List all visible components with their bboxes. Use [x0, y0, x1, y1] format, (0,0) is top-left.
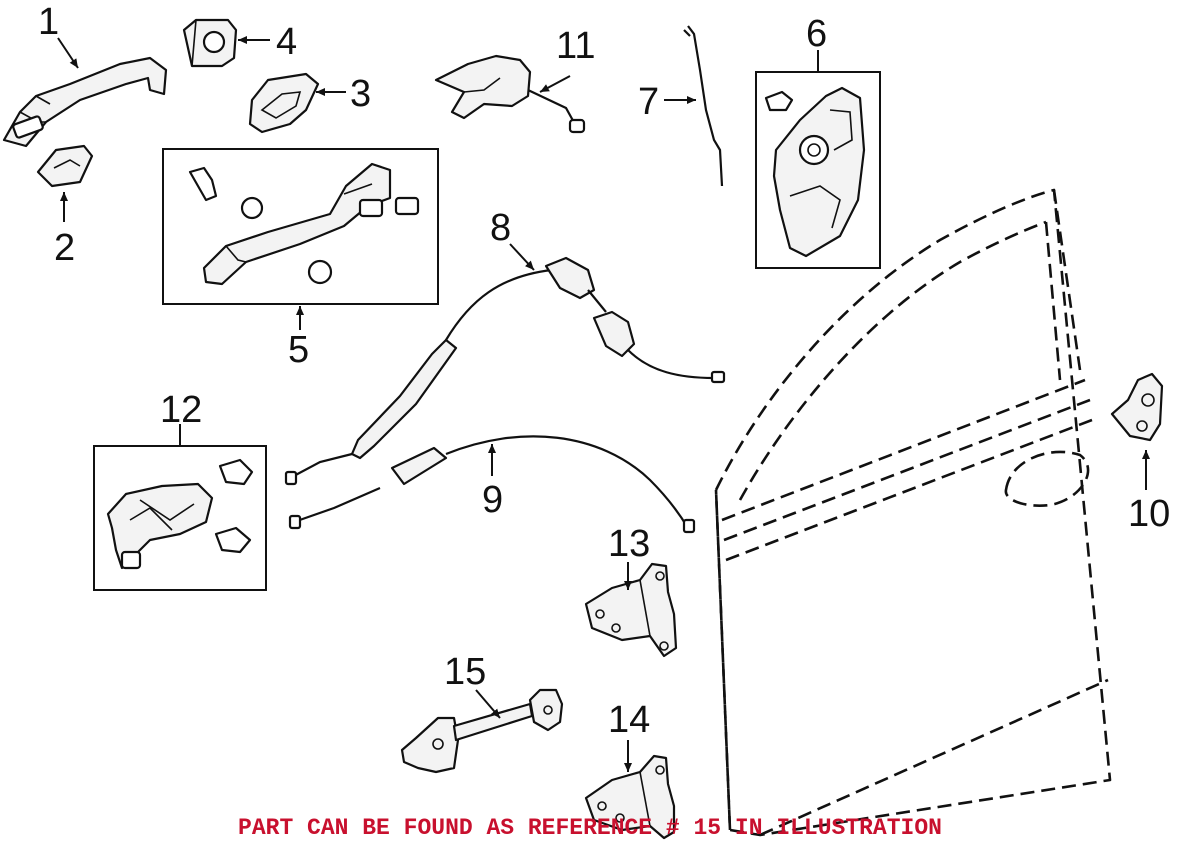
part-7-lock-rod: [683, 25, 724, 187]
part-14-lower-hinge: [584, 754, 676, 840]
callout-8: 8: [490, 207, 511, 249]
part-2-handle-cover: [36, 144, 94, 188]
callout-9: 9: [482, 479, 503, 521]
callout-7: 7: [638, 81, 659, 123]
part-3-gasket: [248, 72, 320, 134]
callout-2: 2: [54, 227, 75, 269]
door-shell-outline: [714, 188, 1112, 837]
part-6-lock-actuator: [755, 71, 881, 269]
part-9-outer-cable: [288, 435, 696, 534]
reference-note: PART CAN BE FOUND AS REFERENCE # 15 IN I…: [238, 815, 942, 841]
callout-1: 1: [38, 1, 59, 43]
callout-4: 4: [276, 21, 297, 63]
part-4-lock-cap: [182, 18, 238, 68]
part-8-inner-cable: [284, 256, 726, 486]
callout-11: 11: [556, 25, 595, 67]
callout-13: 13: [608, 523, 650, 565]
callout-15: 15: [444, 651, 486, 693]
callout-12: 12: [160, 389, 202, 431]
callout-3: 3: [350, 73, 371, 115]
part-11-lock-cylinder: [434, 54, 586, 134]
callout-14: 14: [608, 699, 650, 741]
callout-10: 10: [1128, 493, 1170, 535]
part-5-handle-assembly: [162, 148, 439, 305]
callout-5: 5: [288, 329, 309, 371]
part-12-inside-handle: [93, 445, 267, 591]
part-15-door-check: [400, 688, 564, 774]
part-13-upper-hinge: [584, 562, 678, 658]
part-1-outer-handle: [2, 56, 168, 148]
callout-6: 6: [806, 13, 827, 55]
part-10-striker: [1110, 372, 1164, 442]
